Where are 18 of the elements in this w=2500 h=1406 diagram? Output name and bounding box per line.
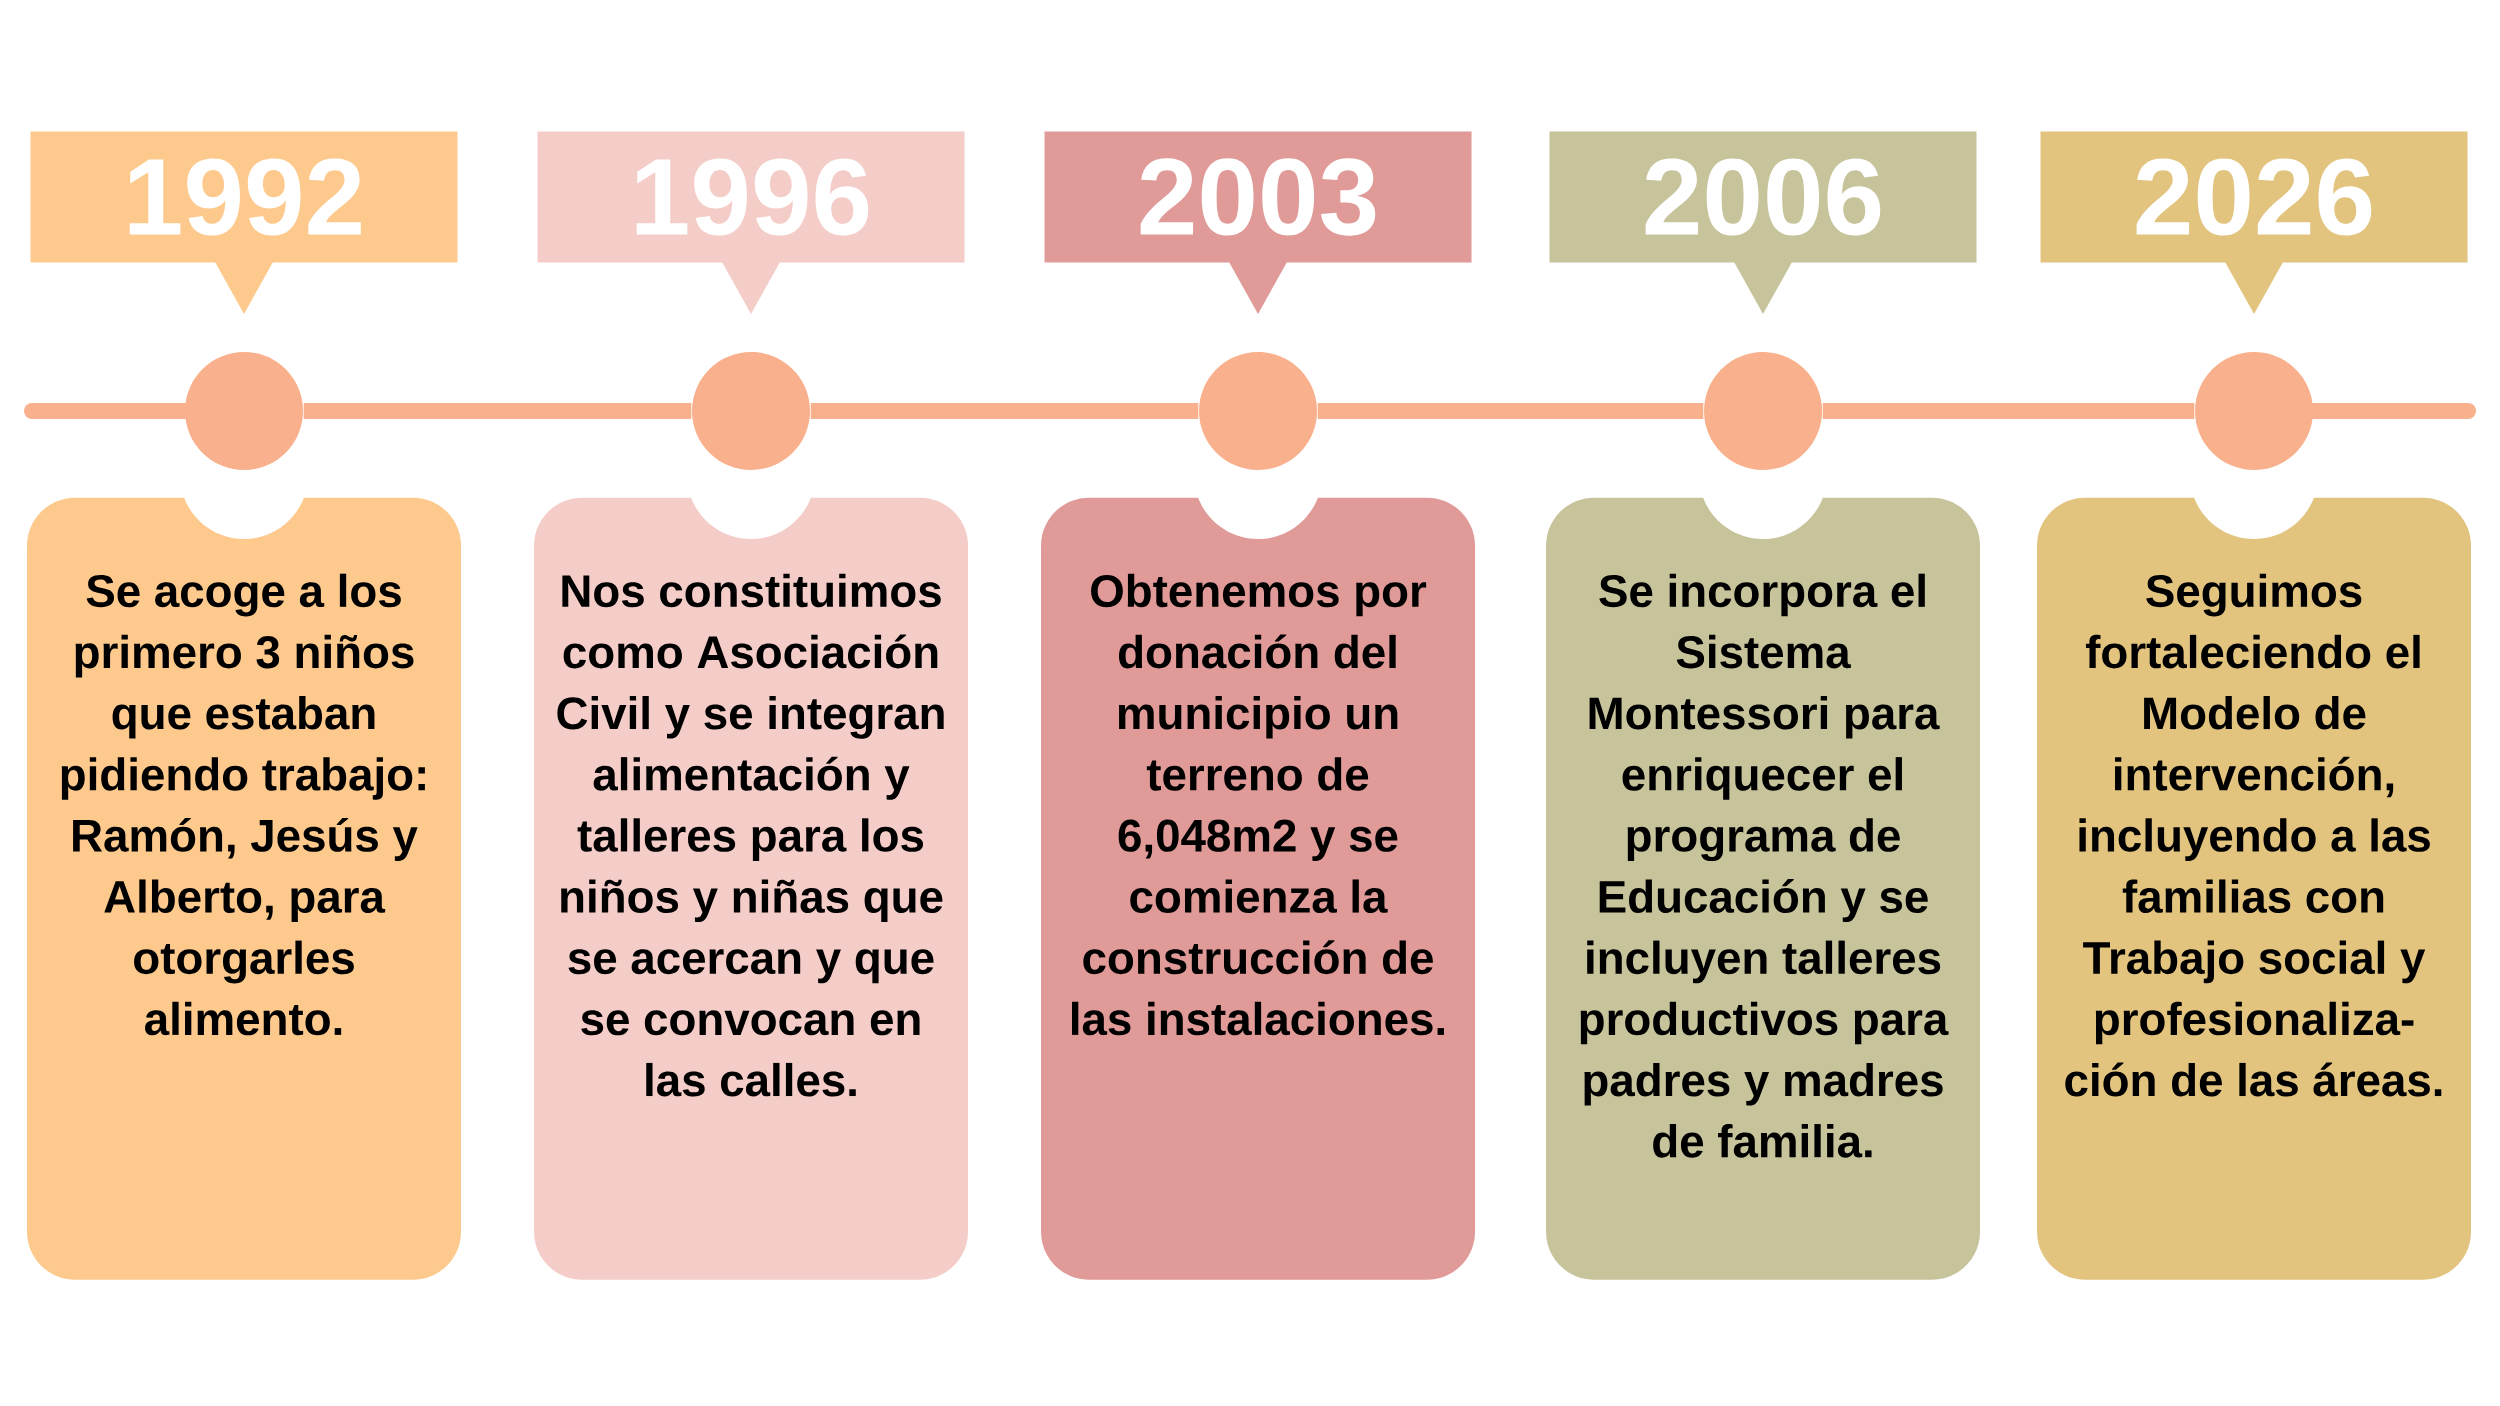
year-banner: 2003 [1044,131,1472,314]
year-banner: 2026 [2040,131,2468,314]
timeline-dot [1704,352,1823,470]
timeline-dot [692,352,810,470]
event-card: Nos constituimos como Asociación Civil y se integran alimentación y talleres para los niños y niñas que se acercan y que se convocan en las calles. [534,497,968,1280]
timeline-dot [1199,352,1317,470]
event-card: Se incorpora el Sistema Montessori para enriquecer el programa de Educación y se incluyen talleres productivos para padres y madres de familia. [1546,497,1980,1280]
timeline-line [1822,403,2195,419]
timeline-line [810,403,1199,419]
year-banner: 1992 [30,131,458,314]
timeline-line [303,403,692,419]
timeline-dot [185,352,303,470]
timeline-dot [2195,352,2313,470]
timeline-line [1317,403,1704,419]
event-card: Obtenemos por donación del municipio un terreno de 6,048m2 y se comienza la construcción de las instalaciones. [1041,497,1476,1280]
event-card: Se acoge a los primero 3 niños que estaban pidiendo trabajo: Ramón, Jesús y Alberto, para otorgarles alimento. [27,497,461,1280]
year-banner: 2006 [1549,131,1977,314]
event-card: Seguimos fortaleciendo el Modelo de intervención, incluyendo a las familias con Trabajo social y profesionaliza-ción de las áreas. [2037,497,2471,1280]
